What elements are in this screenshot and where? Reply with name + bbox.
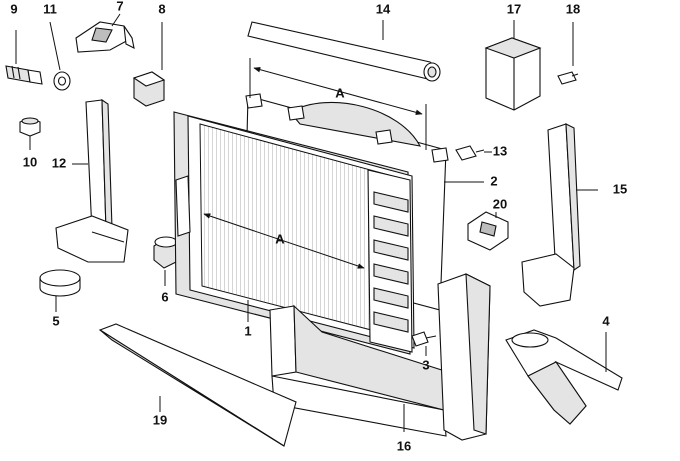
label-part-5: 5 (52, 313, 59, 328)
label-part-12: 12 (52, 155, 66, 170)
label-part-17: 17 (507, 1, 521, 16)
part-18-bolt (557, 22, 579, 85)
part-13-clip (455, 145, 492, 161)
part-14-seal-strip (247, 20, 441, 82)
radiator-tank-ribs (373, 191, 409, 333)
label-part-16: 16 (397, 438, 411, 453)
label-part-2: 2 (490, 173, 497, 188)
label-part-6: 6 (161, 289, 168, 304)
part-12-left-air-duct (55, 98, 129, 263)
dimension-label-front: A (275, 231, 285, 246)
dimension-a-top (249, 58, 427, 150)
label-part-10: 10 (23, 154, 37, 169)
dimension-a-front (203, 213, 365, 269)
part-20-bracket (467, 211, 509, 251)
label-part-7: 7 (116, 0, 123, 13)
part-16-lower-carrier (269, 273, 491, 441)
label-part-18: 18 (566, 1, 580, 16)
part-11-sealing-ring (49, 21, 71, 91)
label-part-3: 3 (422, 357, 429, 372)
part-10-plug (19, 117, 41, 150)
label-part-14: 14 (376, 1, 391, 16)
part-3-bolt (411, 331, 437, 356)
label-part-1: 1 (244, 323, 251, 338)
label-part-20: 20 (493, 196, 507, 211)
part-9-temperature-sensor (5, 30, 43, 85)
part-6-rubber-buffer (153, 236, 179, 286)
part-8-rubber-mount (132, 22, 166, 107)
label-part-4: 4 (602, 313, 610, 328)
part-15-right-air-duct (521, 123, 598, 307)
label-part-13: 13 (493, 143, 507, 158)
label-part-19: 19 (153, 412, 167, 427)
part-7-bracket (75, 13, 135, 53)
label-part-11: 11 (43, 1, 57, 16)
label-part-8: 8 (158, 1, 165, 16)
part-17-control-box (484, 20, 542, 111)
part-4-lower-duct (505, 329, 623, 425)
label-part-9: 9 (10, 1, 17, 16)
part-number-labels: 9 11 7 8 14 17 18 10 12 13 2 15 20 6 5 1… (10, 0, 627, 453)
label-part-15: 15 (613, 181, 627, 196)
part-19-lower-panel (98, 323, 297, 447)
part-5-hose-clamp (39, 269, 81, 312)
dimension-label-top: A (335, 85, 345, 100)
